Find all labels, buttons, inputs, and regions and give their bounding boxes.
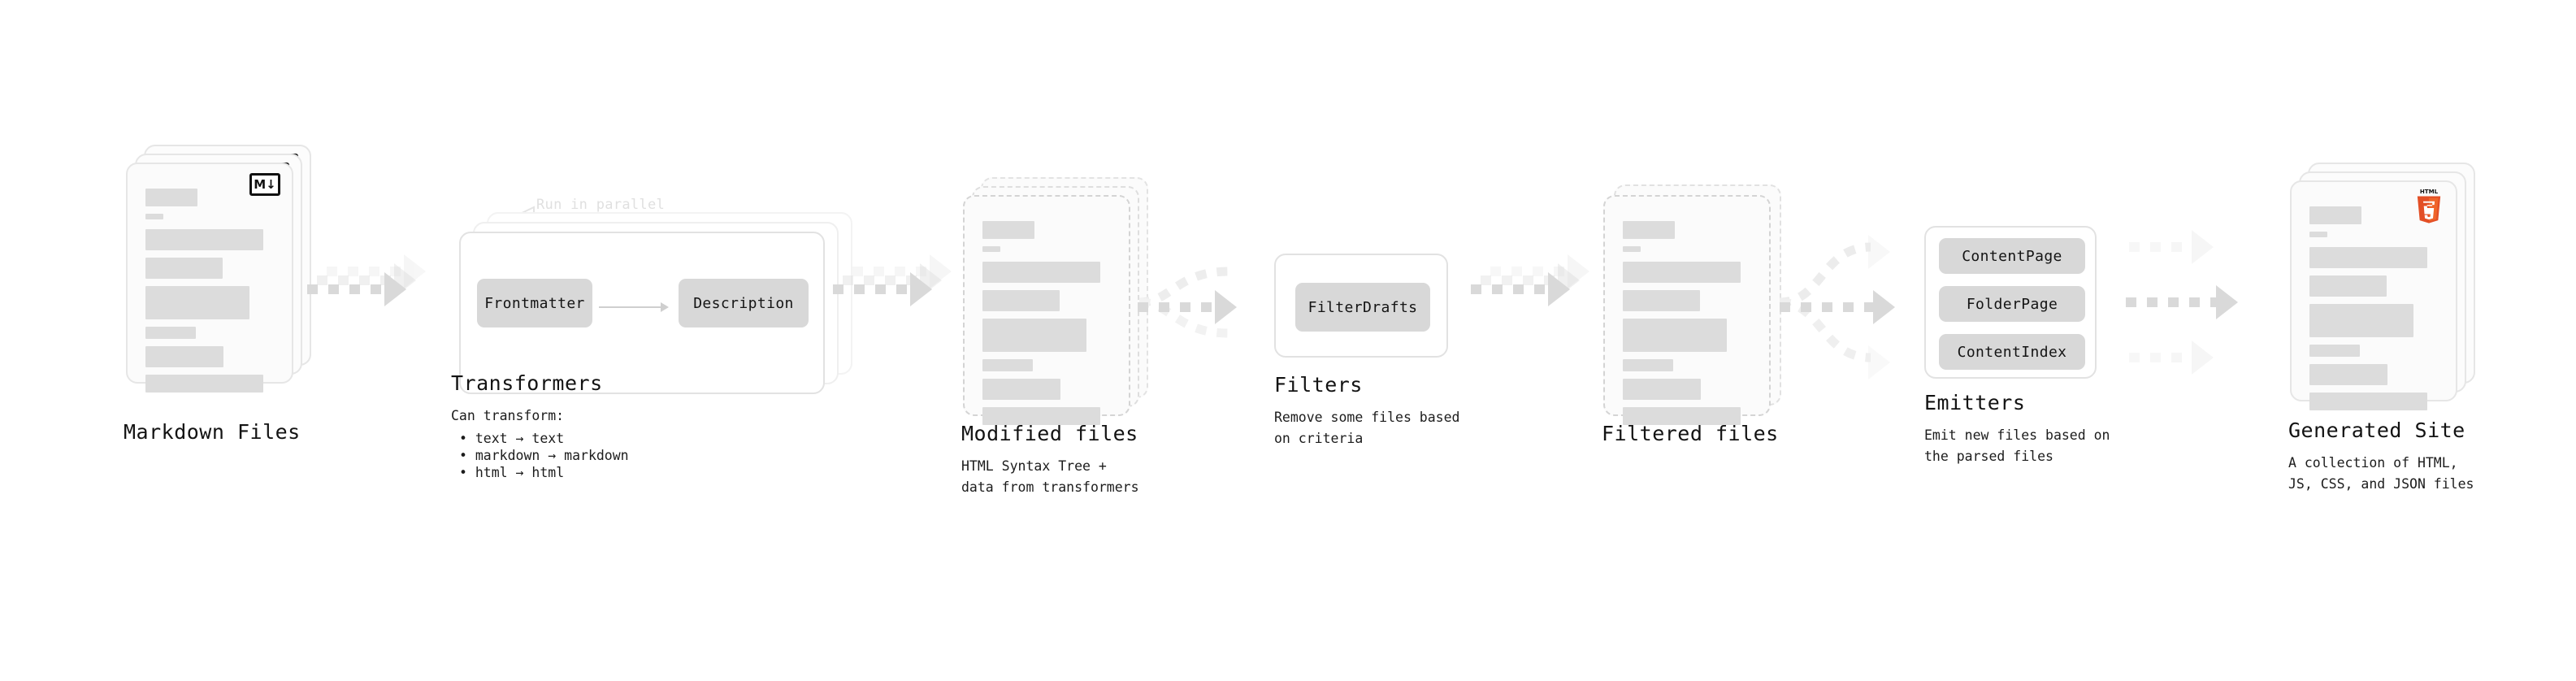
transform-bullet: • markdown → markdown: [459, 447, 629, 463]
transformer-chip-description[interactable]: Description: [679, 279, 809, 327]
content-bar: [1623, 290, 1700, 311]
stage-subtitle: HTML Syntax Tree + data from transformer…: [961, 458, 1139, 496]
content-bar: [2309, 345, 2360, 357]
transformer-chip-frontmatter[interactable]: Frontmatter: [477, 279, 592, 327]
filtered-file-card-front: [1603, 195, 1771, 425]
modified-file-card-front: [963, 195, 1130, 425]
dotted-arrow-icon: [2129, 230, 2214, 264]
content-bar: [2309, 393, 2427, 410]
content-bar: [1623, 262, 1741, 283]
svg-text:HTML: HTML: [2420, 188, 2439, 195]
markdown-badge-icon: M↓: [249, 173, 280, 196]
transform-arrow-head-icon: [661, 302, 669, 312]
dotted-arrow-icon: [2126, 285, 2238, 319]
content-bar: [145, 286, 249, 319]
emitter-chip-contentpage[interactable]: ContentPage: [1939, 238, 2085, 274]
dotted-arrow-icon: [1868, 345, 1890, 380]
content-bar: [982, 407, 1100, 425]
content-bar: [145, 189, 197, 206]
content-bar: [982, 246, 1000, 252]
content-bar: [145, 214, 163, 219]
markdown-files-caption: Markdown Files: [124, 421, 301, 444]
content-bar: [982, 319, 1086, 352]
content-bar: [1623, 379, 1701, 400]
content-bar: [1623, 246, 1641, 252]
content-bar: [145, 346, 223, 367]
content-bar: [1623, 359, 1673, 371]
dotted-arrow-icon: [1471, 272, 1570, 306]
content-bar: [2309, 247, 2427, 268]
content-bar: [1623, 221, 1675, 239]
dotted-arrow-icon: [327, 254, 426, 288]
transform-bullet: • html → html: [459, 464, 565, 480]
site-file-card-front: HTML: [2290, 180, 2457, 410]
stage-title: Emitters: [1924, 391, 2026, 414]
content-bar: [145, 258, 223, 279]
stage-title: Filters: [1274, 373, 1363, 397]
markdown-file-content: [145, 189, 277, 400]
dotted-arrow-icon: [1138, 290, 1237, 324]
stage-subtitle: Remove some files based on criteria: [1274, 409, 1460, 447]
generated-site-caption: Generated Site A collection of HTML, JS,…: [2288, 419, 2474, 496]
stage-title: Filtered files: [1602, 422, 1779, 445]
emitters-box[interactable]: ContentPage FolderPage ContentIndex: [1924, 226, 2097, 379]
content-bar: [982, 290, 1060, 311]
stage-subtitle: Emit new files based on the parsed files: [1924, 427, 2110, 465]
content-bar: [145, 229, 263, 250]
content-bar: [2309, 232, 2327, 237]
dotted-arrow-icon: [307, 272, 406, 306]
stage-title: Modified files: [961, 422, 1138, 445]
filtered-files-caption: Filtered files: [1602, 423, 1779, 445]
content-bar: [1623, 319, 1727, 352]
content-bar: [145, 375, 263, 393]
run-in-parallel-label: Run in parallel: [536, 197, 666, 213]
dotted-arrow-icon: [2129, 340, 2214, 375]
html5-badge-icon: HTML: [2417, 188, 2441, 223]
filter-chip-filterdrafts[interactable]: FilterDrafts: [1295, 283, 1430, 332]
emitter-chip-folderpage[interactable]: FolderPage: [1939, 286, 2085, 322]
content-bar: [2309, 275, 2387, 297]
dotted-arrow-icon: [1868, 235, 1890, 269]
markdown-file-card-front: M↓: [126, 163, 293, 393]
content-bar: [982, 379, 1060, 400]
content-bar: [2309, 304, 2413, 337]
transform-arrow-line: [599, 306, 662, 308]
transform-bullet: • text → text: [459, 431, 565, 447]
content-bar: [2309, 364, 2387, 385]
stage-subtitle: Can transform:: [451, 407, 565, 423]
transformers-caption: Transformers Can transform: • text → tex…: [451, 372, 629, 484]
filters-caption: Filters Remove some files based on crite…: [1274, 374, 1459, 450]
dotted-fan-curve: [1138, 267, 1229, 338]
content-bar: [1623, 407, 1741, 425]
stage-title: Markdown Files: [124, 420, 301, 444]
content-bar: [2309, 206, 2361, 224]
filtered-file-content: [1623, 221, 1754, 432]
filters-box[interactable]: FilterDrafts: [1274, 254, 1448, 358]
modified-file-content: [982, 221, 1114, 432]
modified-files-caption: Modified files HTML Syntax Tree + data f…: [961, 423, 1139, 499]
dotted-arrow-icon: [833, 272, 932, 306]
dotted-arrow-icon: [1780, 290, 1895, 324]
content-bar: [145, 327, 196, 339]
emitter-chip-contentindex[interactable]: ContentIndex: [1939, 334, 2085, 370]
content-bar: [982, 221, 1034, 239]
transformer-box-front[interactable]: Frontmatter Description: [459, 232, 825, 394]
stage-title: Transformers: [451, 371, 603, 395]
content-bar: [982, 262, 1100, 283]
emitters-caption: Emitters Emit new files based on the par…: [1924, 392, 2110, 468]
stage-title: Generated Site: [2288, 419, 2465, 442]
dotted-arrow-icon: [1490, 254, 1589, 288]
stage-subtitle: A collection of HTML, JS, CSS, and JSON …: [2288, 454, 2474, 492]
site-file-content: [2309, 206, 2441, 418]
content-bar: [982, 359, 1033, 371]
